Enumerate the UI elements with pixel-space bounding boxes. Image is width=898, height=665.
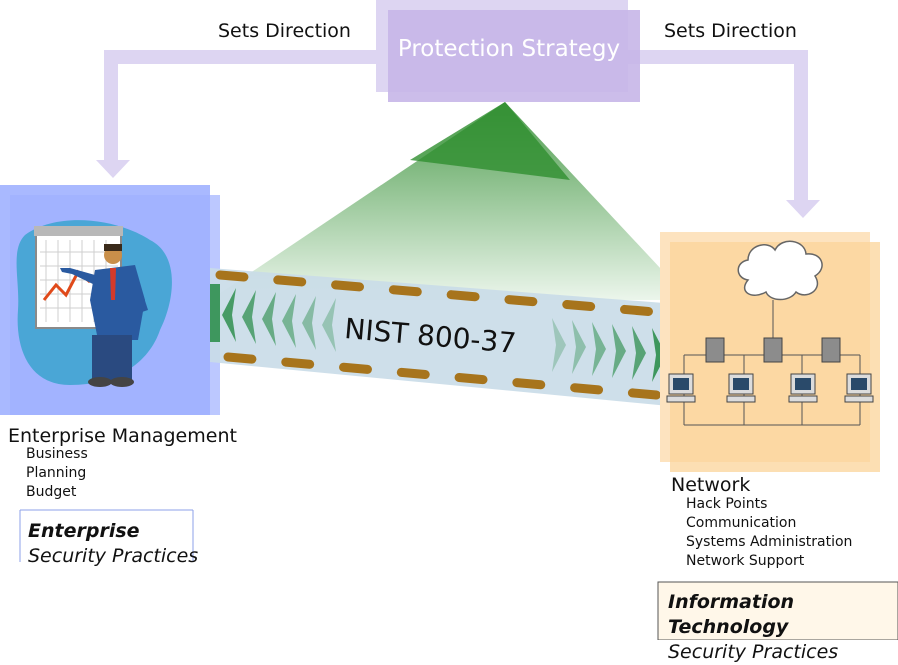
- enterprise-item-business: Business: [26, 446, 88, 462]
- network-item-sysadmin: Systems Administration: [686, 534, 853, 550]
- strategy-box-front: [388, 10, 640, 102]
- it-practice-frame: [657, 581, 898, 640]
- it-practice: Information Technology Security Practice…: [668, 590, 898, 665]
- left-direction-arrow: [96, 50, 376, 178]
- band-right-chevrons: [552, 318, 666, 382]
- protection-strategy-title: Protection Strategy: [397, 36, 621, 62]
- workstation-icons: [666, 373, 874, 403]
- presenter-figure: [60, 244, 148, 387]
- enterprise-practice-bold: Enterprise: [28, 520, 140, 542]
- enterprise-item-planning: Planning: [26, 465, 87, 481]
- network-item-hack-points: Hack Points: [686, 496, 768, 512]
- cloud-icon: [737, 240, 823, 301]
- green-cone-highlight: [410, 102, 570, 180]
- band-left-chevrons: [210, 284, 336, 352]
- enterprise-practice: Enterprise Security Practices: [28, 519, 198, 569]
- protection-strategy-box: Protection Strategy: [376, 0, 628, 100]
- it-practice-bold: Information Technology: [668, 591, 795, 638]
- it-practice-text: Security Practices: [668, 641, 839, 663]
- right-arrow-label: Sets Direction: [664, 20, 797, 42]
- server-icons: [705, 337, 841, 363]
- green-cone: [210, 102, 690, 300]
- left-arrow-label: Sets Direction: [218, 20, 351, 42]
- diagram-canvas: [0, 0, 898, 640]
- enterprise-item-budget: Budget: [26, 484, 77, 500]
- network-item-communication: Communication: [686, 515, 797, 531]
- network-item-support: Network Support: [686, 553, 805, 569]
- right-direction-arrow: [628, 50, 820, 218]
- enterprise-title: Enterprise Management: [8, 425, 237, 447]
- enterprise-practice-frame: [19, 509, 194, 562]
- network-title: Network: [671, 474, 751, 496]
- band-dash-bottom: [223, 352, 695, 403]
- band-dash-top: [215, 270, 695, 320]
- enterprise-practice-text: Security Practices: [28, 545, 199, 567]
